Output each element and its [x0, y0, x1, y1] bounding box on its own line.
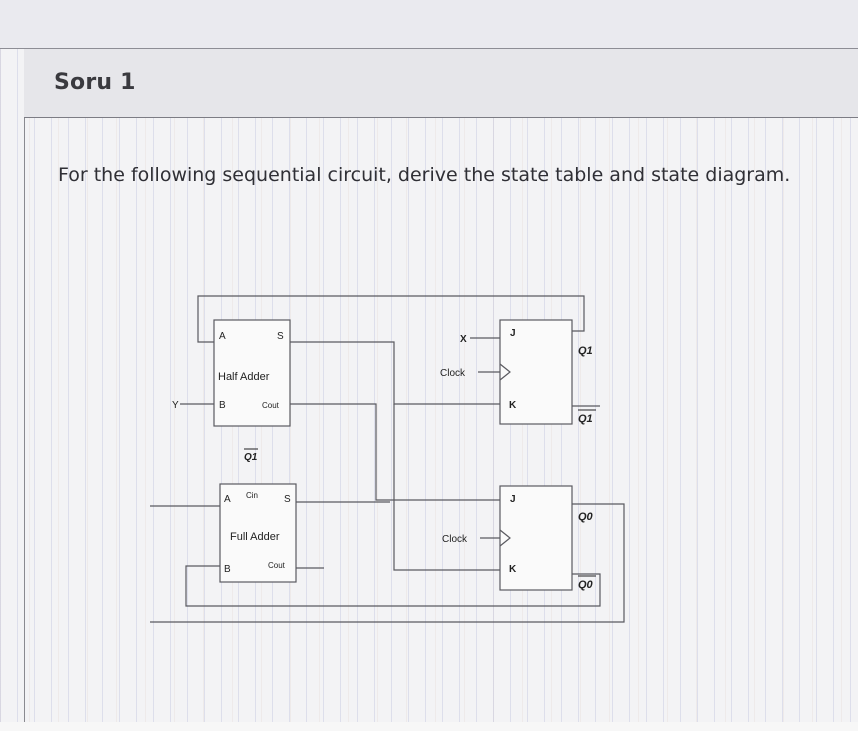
- question-card: [24, 48, 858, 731]
- ha-output-cout-label: Cout: [262, 401, 280, 410]
- fa-input-b-label: B: [224, 564, 231, 575]
- bottom-band: [0, 722, 858, 731]
- ha-input-a-label: A: [219, 331, 226, 342]
- top-jk-flipflop: [499, 319, 573, 425]
- bottom-k-wire: [393, 404, 500, 571]
- q1bar-middle-label: Q1: [244, 452, 258, 463]
- ff-top-x-label: X: [460, 334, 467, 345]
- fa-output-s-label: S: [284, 494, 291, 505]
- ff-bottom-j-label: J: [510, 494, 516, 505]
- full-adder-block: [219, 483, 297, 583]
- fa-input-a-label: A: [224, 494, 231, 505]
- q0-feedback-wire: [150, 503, 625, 623]
- ha-name-label: Half Adder: [218, 371, 270, 383]
- fa-input-cin-label: Cin: [246, 491, 258, 500]
- ff-top-k-label: K: [509, 400, 517, 411]
- ff-bottom-qbar-label: Q0: [578, 579, 594, 591]
- bottom-clock-triangle: [499, 529, 511, 547]
- fa-name-label: Full Adder: [230, 531, 280, 543]
- ff-bottom-k-label: K: [509, 564, 517, 575]
- ff-top-j-label: J: [510, 328, 516, 339]
- fa-output-cout-label: Cout: [268, 561, 286, 570]
- ha-sum-wire: [290, 341, 500, 405]
- ff-top-clock-label: Clock: [440, 368, 466, 379]
- ff-top-qbar-label: Q1: [578, 413, 593, 425]
- ff-top-q-label: Q1: [578, 345, 593, 357]
- half-adder-block: [213, 319, 291, 427]
- top-band: [0, 0, 858, 49]
- y-input-label: Y: [172, 400, 179, 411]
- ha-output-s-label: S: [277, 331, 284, 342]
- q1-feedback-wire: [197, 295, 585, 343]
- top-clock-triangle: [499, 363, 511, 381]
- sequential-circuit-diagram: A S Half Adder B Cout Y Q1 A Cin S Full …: [150, 295, 625, 623]
- question-text: For the following sequential circuit, de…: [58, 164, 791, 186]
- ha-input-b-label: B: [219, 400, 226, 411]
- ha-cout-wire: [290, 403, 500, 501]
- question-title: Soru 1: [54, 70, 136, 95]
- ff-bottom-clock-label: Clock: [442, 534, 468, 545]
- question-header: [24, 48, 858, 118]
- ff-bottom-q-label: Q0: [578, 511, 594, 523]
- q0bar-feedback-wire: [185, 565, 601, 607]
